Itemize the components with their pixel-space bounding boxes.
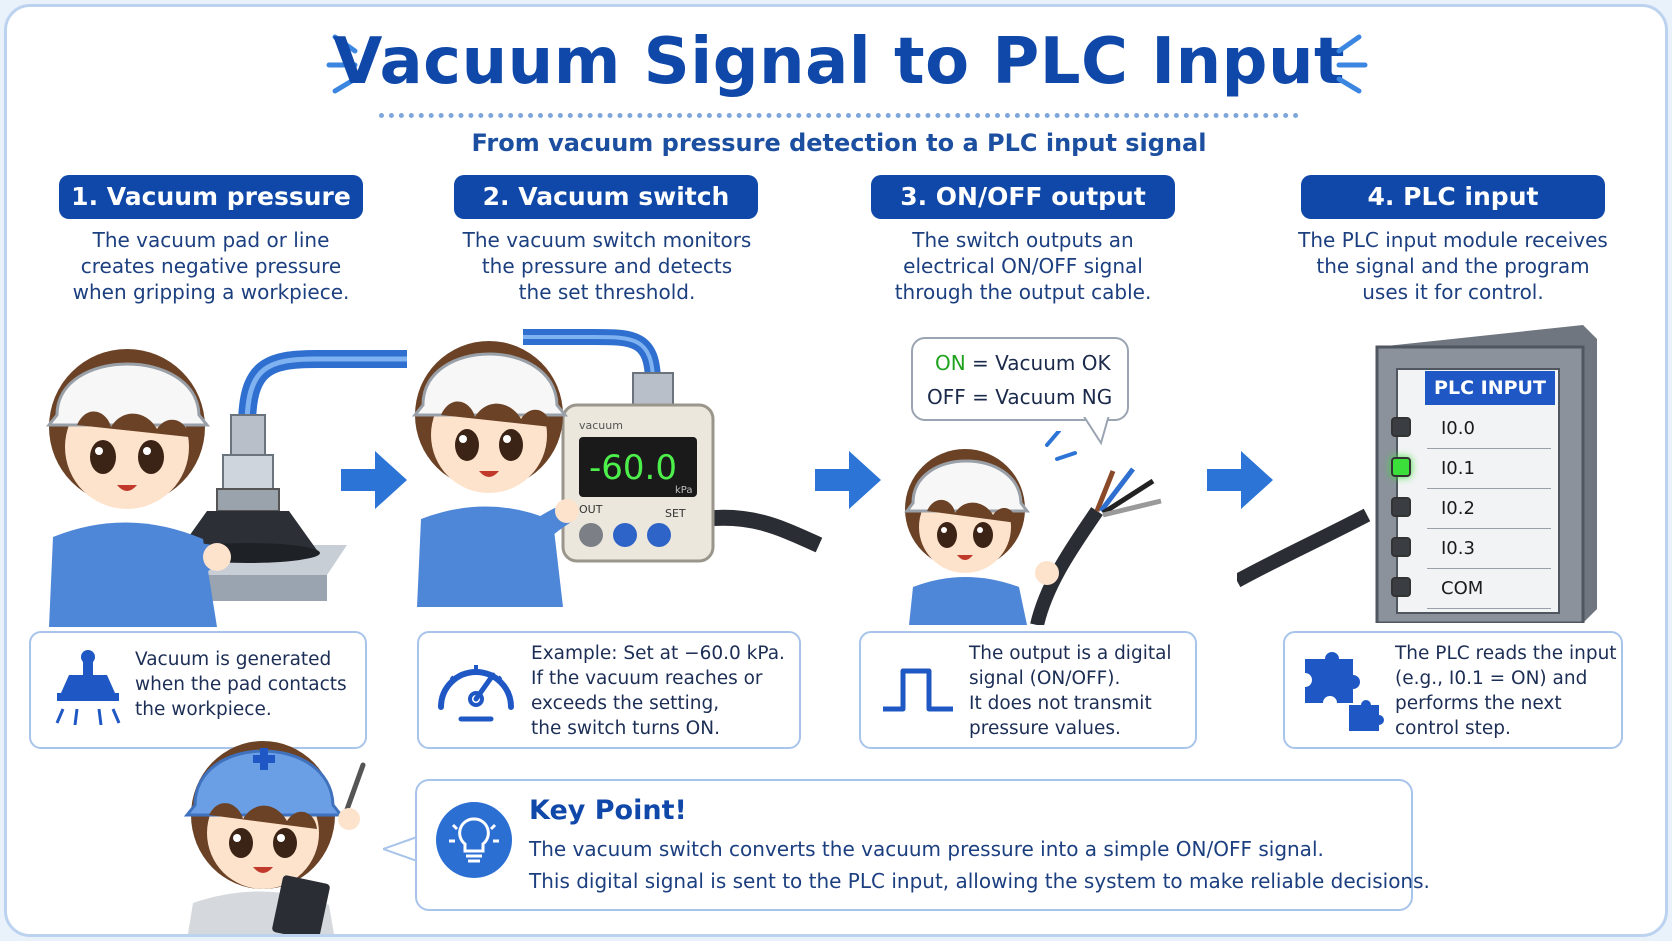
led-off-indicator	[1391, 537, 1411, 557]
supervisor-illustration	[183, 741, 366, 934]
spark-icon	[326, 34, 358, 94]
switch-reading: -60.0	[589, 448, 677, 488]
info-box-plc: The PLC reads the input(e.g., I0.1 = ON)…	[1283, 631, 1623, 749]
plc-input-label: COM	[1427, 569, 1551, 609]
info-box-switch: Example: Set at −60.0 kPa.If the vacuum …	[417, 631, 801, 749]
plc-input-row: I0.2	[1391, 489, 1551, 529]
subtitle: From vacuum pressure detection to a PLC …	[471, 129, 1207, 157]
key-point-line-1: The vacuum switch converts the vacuum pr…	[529, 837, 1324, 861]
plc-header: PLC INPUT	[1434, 377, 1546, 399]
step-3-header: 3. ON/OFF output	[871, 175, 1175, 219]
infographic-frame: Vacuum Signal to PLC Input From vacuum p…	[4, 4, 1668, 937]
plc-input-row: COM	[1391, 569, 1551, 609]
arrow-right-icon	[341, 451, 407, 509]
step-2-header: 2. Vacuum switch	[454, 175, 758, 219]
led-off-indicator	[1391, 417, 1411, 437]
switch-unit: kPa	[675, 485, 693, 496]
spark-icon	[1336, 34, 1368, 94]
info-box-text: The PLC reads the input(e.g., I0.1 = ON)…	[1395, 643, 1617, 739]
on-line: ON = Vacuum OK	[935, 351, 1111, 375]
arrow-right-icon	[1207, 451, 1273, 509]
led-off-indicator	[1391, 497, 1411, 517]
suction-cup-icon	[55, 650, 121, 726]
title-divider	[379, 113, 1299, 118]
led-on-indicator	[1391, 457, 1411, 477]
plc-module-illustration	[1237, 325, 1597, 623]
plc-input-row: I0.0	[1391, 409, 1551, 449]
square-wave-icon	[883, 668, 953, 712]
bubble-tail	[1083, 415, 1113, 446]
gauge-icon	[438, 665, 514, 722]
speech-bubble: ON = Vacuum OK OFF = Vacuum NG	[911, 337, 1129, 421]
plc-input-label: I0.1	[1427, 449, 1551, 489]
plc-input-row: I0.3	[1391, 529, 1551, 569]
step-1-header: 1. Vacuum pressure	[59, 175, 363, 219]
output-cable-illustration	[904, 431, 1162, 625]
plc-input-label: I0.0	[1427, 409, 1551, 449]
arrow-right-icon	[815, 451, 881, 509]
page-title: Vacuum Signal to PLC Input	[332, 25, 1346, 99]
plc-input-label: I0.3	[1427, 529, 1551, 569]
info-box-text: Example: Set at −60.0 kPa.If the vacuum …	[531, 643, 785, 739]
switch-brand: vacuum	[579, 419, 623, 432]
plc-input-label: I0.2	[1427, 489, 1551, 529]
key-point-title: Key Point!	[529, 795, 687, 826]
puzzle-icon	[1305, 652, 1384, 731]
plc-input-row: I0.1	[1391, 449, 1551, 489]
on-word: ON	[935, 351, 966, 375]
set-label: SET	[665, 507, 686, 520]
step-4-header: 4. PLC input	[1301, 175, 1605, 219]
out-label: OUT	[579, 503, 603, 516]
key-point-box: Key Point! The vacuum switch converts th…	[415, 779, 1430, 911]
vacuum-pad-illustration	[45, 349, 407, 627]
off-line: OFF = Vacuum NG	[927, 385, 1113, 409]
speech-tail	[383, 835, 419, 863]
lightbulb-icon	[436, 802, 512, 878]
key-point-line-2: This digital signal is sent to the PLC i…	[529, 869, 1430, 893]
led-off-indicator	[1391, 577, 1411, 597]
vacuum-switch-illustration: vacuum -60.0 kPa OUT SET	[411, 329, 823, 607]
